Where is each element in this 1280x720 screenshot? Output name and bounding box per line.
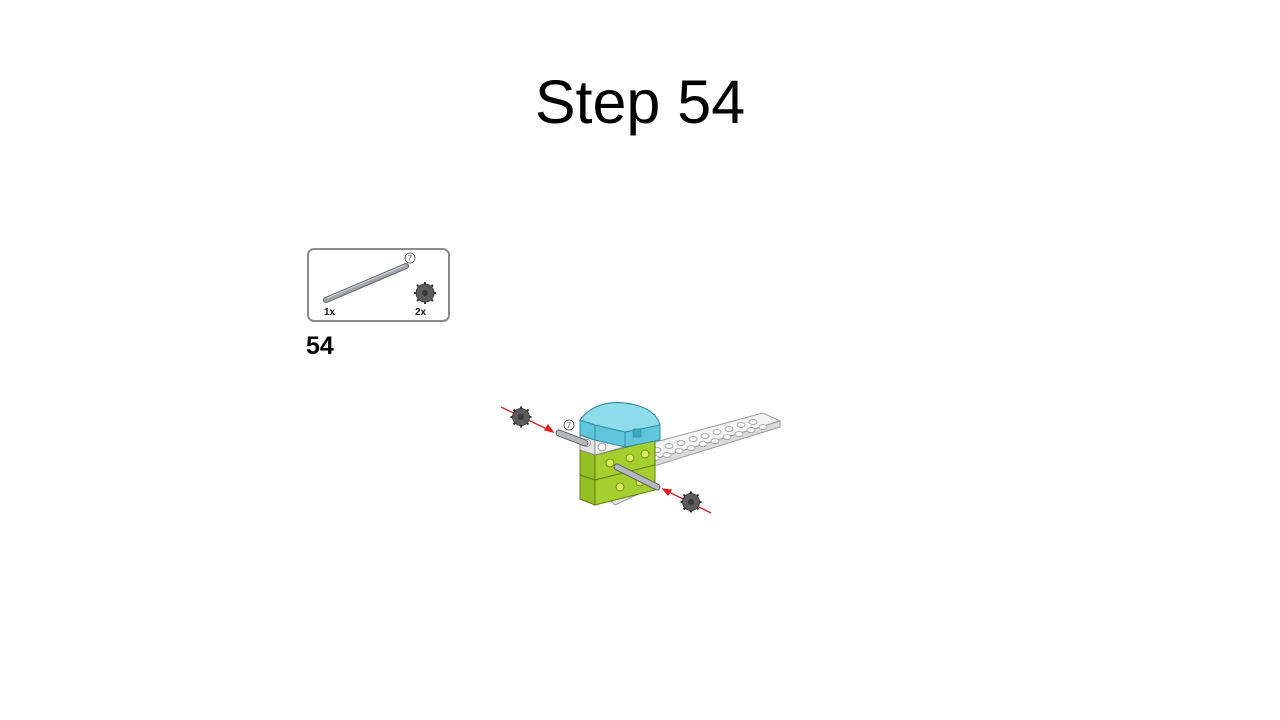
axle-lower [613,463,661,491]
axle-length-badge: 7 [404,252,416,264]
bush-part-icon [414,282,436,304]
axle-part-icon [323,263,409,303]
azure-curved-brick [579,402,661,448]
step-number: 54 [306,332,334,360]
axle-count: 1x [324,307,336,318]
bush-lower-icon [680,491,702,513]
parts-list-box: 7 1x 2x [307,248,450,322]
axle-upper [555,429,589,447]
axle-length-label: 7 [408,256,412,263]
slide-title: Step 54 [534,68,746,136]
assembly-axle-length-label: 7 [567,423,571,430]
assembly-illustration: 7 [500,402,782,514]
bush-count: 2x [415,307,427,318]
bush-upper-icon [510,406,532,428]
parts-list-art: 7 [323,252,436,304]
assembly-axle-length-badge: 7 [563,419,575,431]
